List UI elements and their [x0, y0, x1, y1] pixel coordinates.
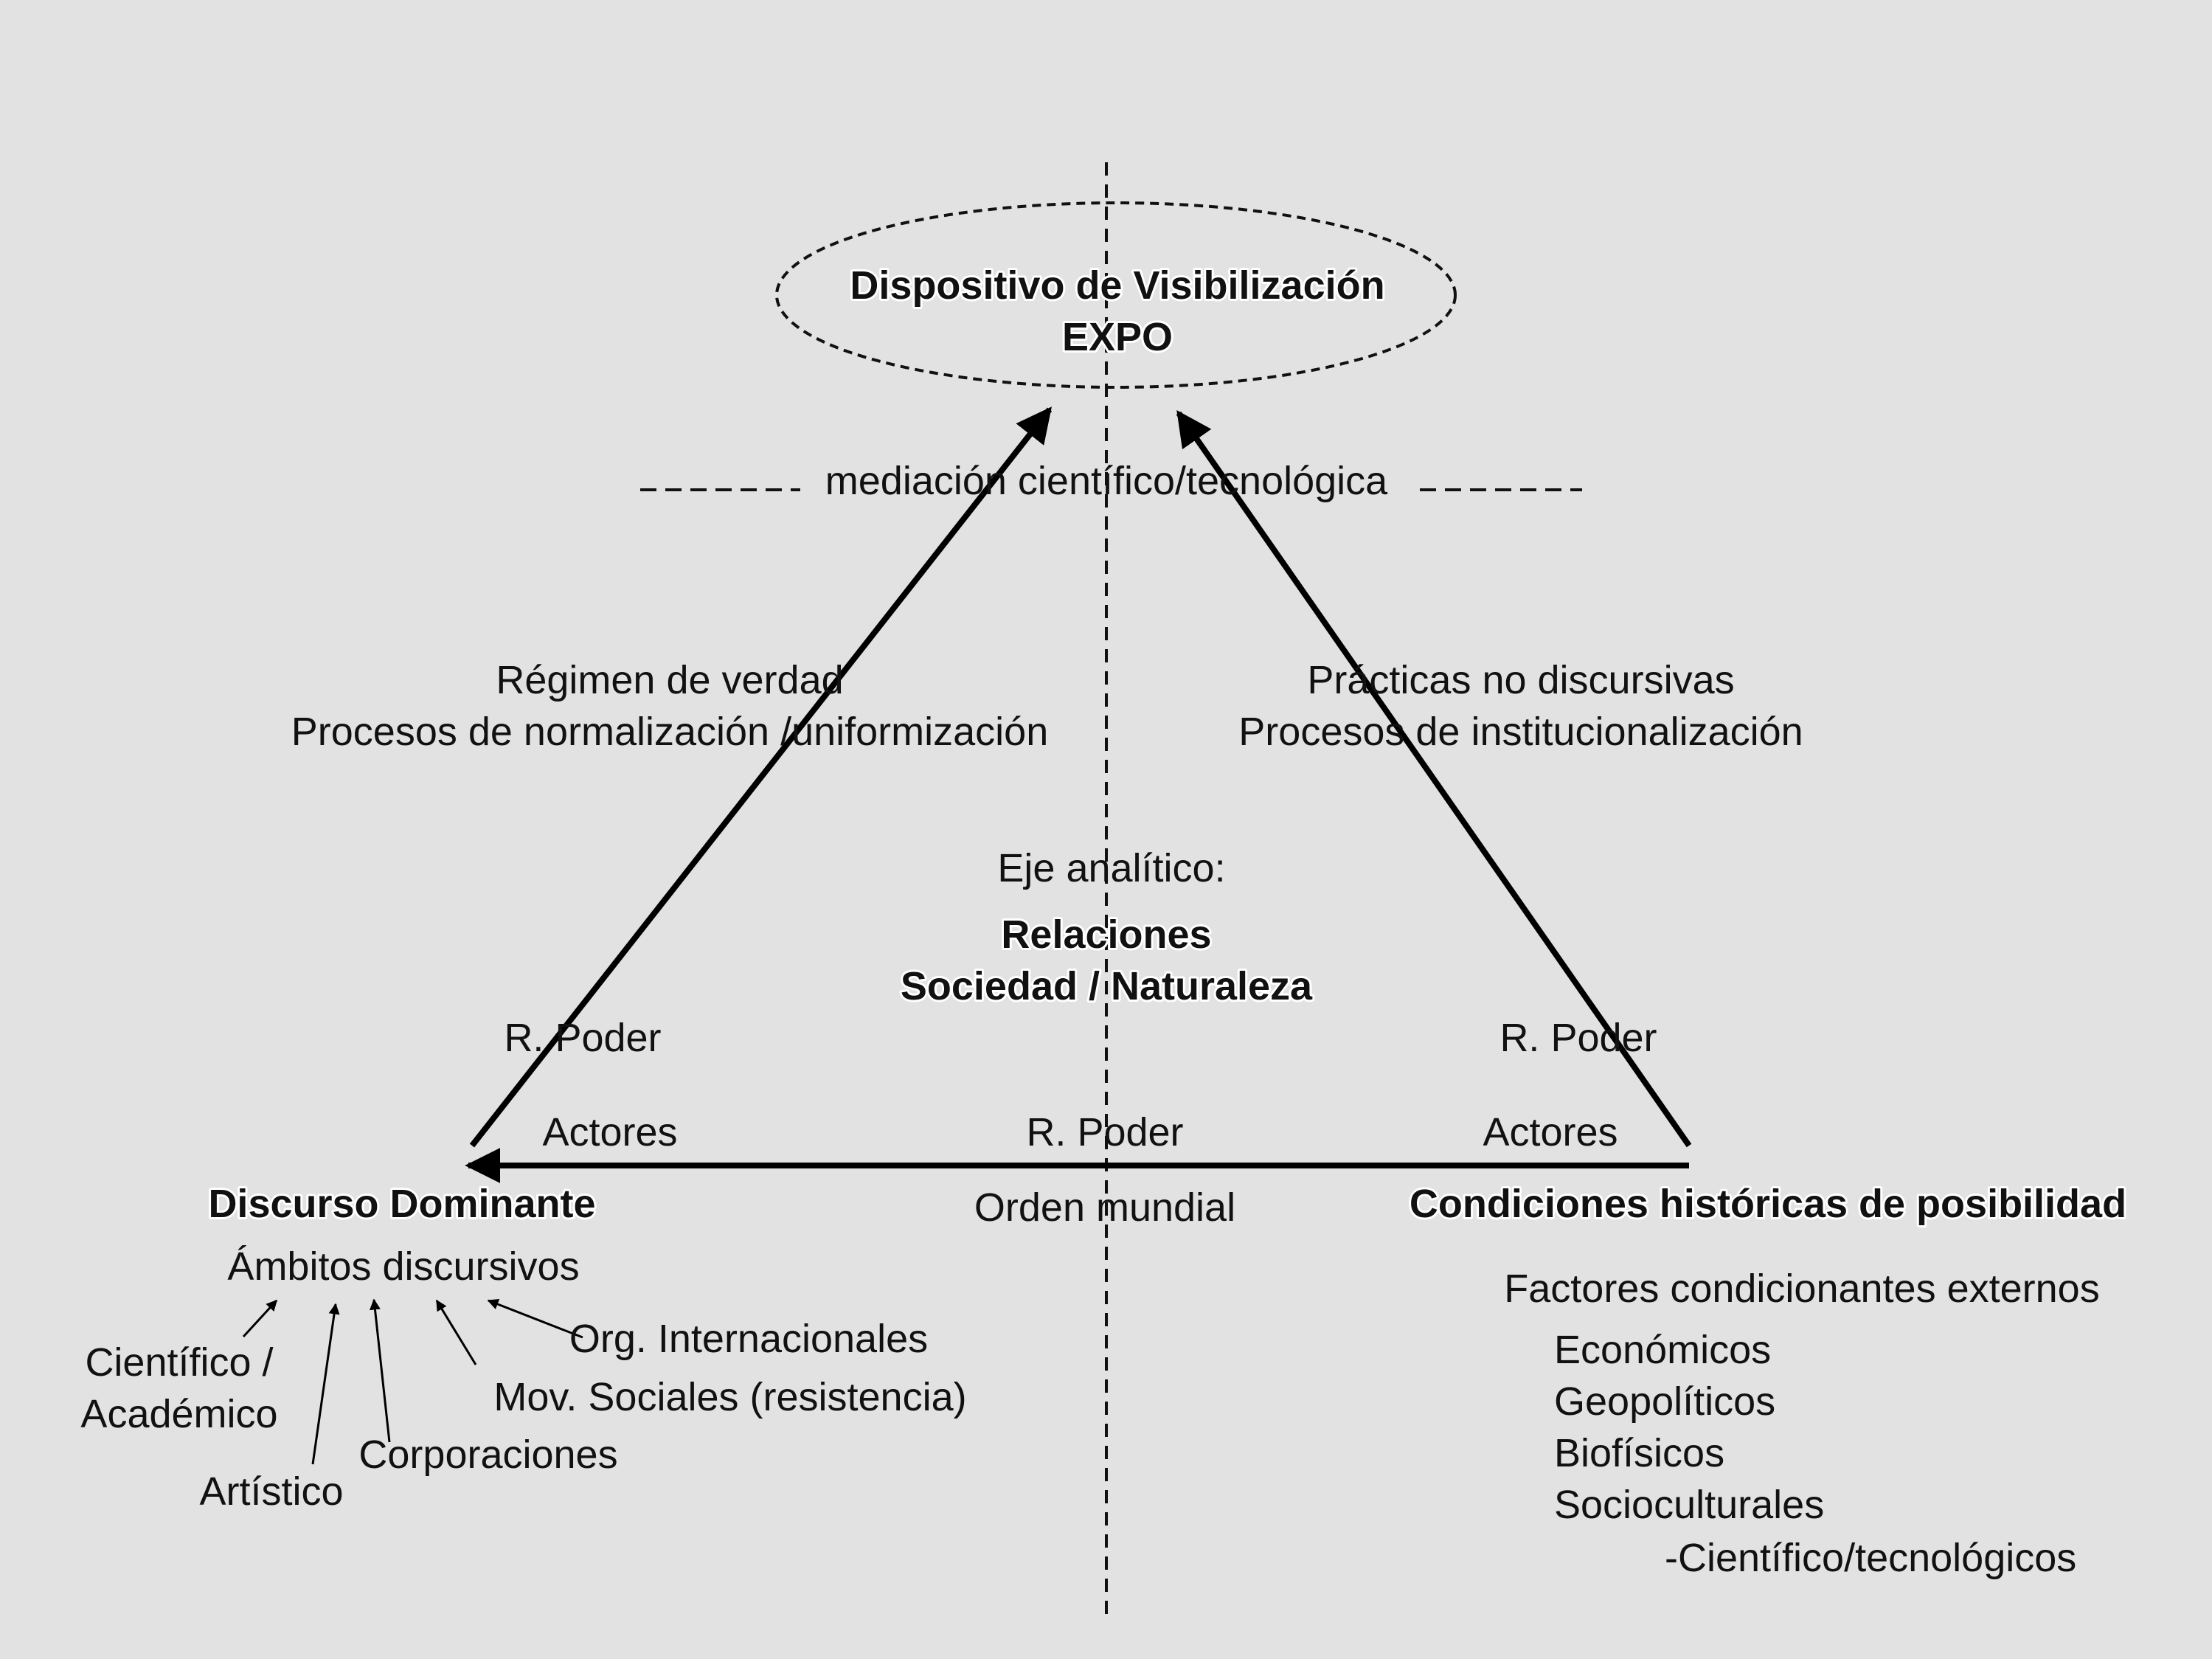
dominant-discourse-title: Discurso Dominante: [208, 1182, 595, 1226]
factor-geopoliticos: Geopolíticos: [1554, 1379, 1775, 1424]
mediation-label: mediación científico/tecnológica: [825, 459, 1388, 503]
left-power-label: R. Poder: [504, 1016, 661, 1060]
field-item-academico: Académico: [80, 1392, 277, 1436]
analytic-axis-label: Eje analítico:: [997, 846, 1225, 890]
historical-conditions-title: Condiciones históricas de posibilidad: [1410, 1182, 2126, 1226]
institutionalization-processes-label: Procesos de institucionalización: [1238, 710, 1803, 754]
field-item-cientifico: Científico /: [85, 1340, 273, 1385]
relations-label: Relaciones: [1001, 912, 1211, 957]
small-arrow-org-internacionales: [487, 1298, 583, 1339]
factor-biofisicos: Biofísicos: [1554, 1431, 1724, 1475]
factor-cientifico-tecnologicos: -Científico/tecnológicos: [1665, 1536, 2076, 1580]
right-power-label: R. Poder: [1499, 1016, 1657, 1060]
society-nature-label: Sociedad / Naturaleza: [901, 964, 1313, 1008]
small-arrow-cientifico: [242, 1299, 278, 1338]
small-arrow-mov-sociales: [435, 1299, 477, 1365]
world-order-label: Orden mundial: [974, 1185, 1235, 1230]
small-arrow-corporaciones: [370, 1298, 391, 1443]
field-item-mov-sociales: Mov. Sociales (resistencia): [493, 1375, 966, 1419]
field-item-artistico: Artístico: [199, 1469, 343, 1514]
arrow-left-to-top: [469, 406, 1053, 1148]
bottom-power-label: R. Poder: [1026, 1110, 1183, 1154]
left-actors-label: Actores: [542, 1110, 677, 1154]
arrow-right-to-top: [1176, 410, 1692, 1148]
truth-regime-label: Régimen de verdad: [496, 658, 843, 702]
visibility-device-title: Dispositivo de Visibilización: [850, 263, 1384, 308]
right-actors-label: Actores: [1483, 1110, 1618, 1154]
discursive-fields-label: Ámbitos discursivos: [227, 1244, 579, 1289]
non-discursive-practices-label: Prácticas no discursivas: [1307, 658, 1734, 702]
field-item-org-internacionales: Org. Internacionales: [569, 1317, 928, 1361]
field-item-corporaciones: Corporaciones: [358, 1433, 617, 1477]
expo-label: EXPO: [1062, 315, 1173, 359]
factor-socioculturales: Socioculturales: [1554, 1483, 1824, 1527]
normalization-processes-label: Procesos de normalización /uniformizació…: [291, 710, 1048, 754]
small-arrow-artistico: [311, 1303, 340, 1465]
visibility-device-ellipse: [775, 201, 1457, 389]
external-factors-label: Factores condicionantes externos: [1504, 1267, 2099, 1311]
factor-economicos: Económicos: [1554, 1328, 1771, 1372]
